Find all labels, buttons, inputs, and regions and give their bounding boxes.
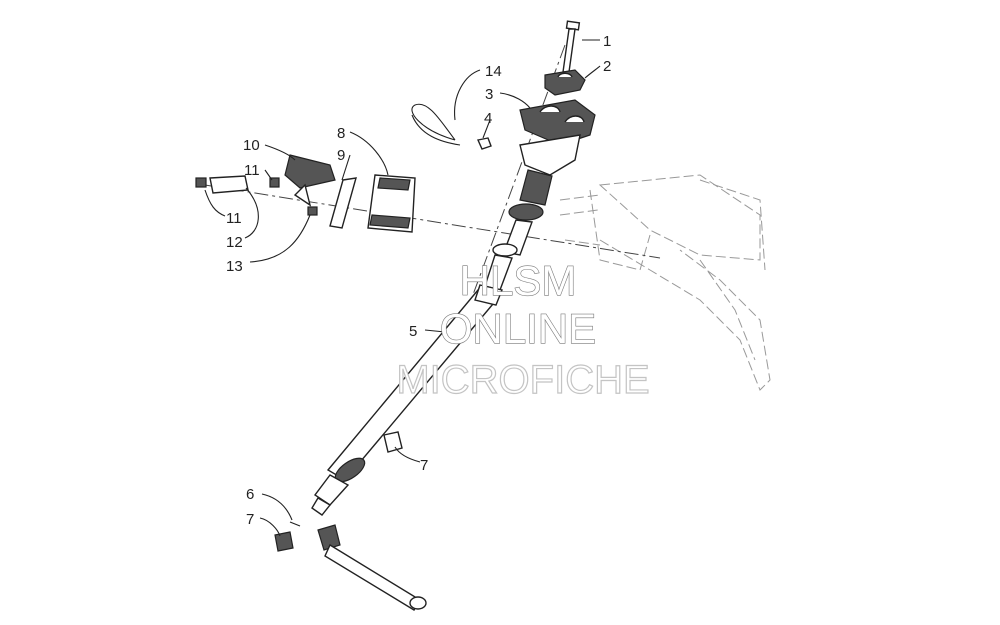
clamp-part-10 [284,154,336,207]
callout-7-lower: 7 [246,511,254,528]
callout-3: 3 [485,86,493,103]
callout-13: 13 [226,258,243,275]
watermark-line-2: ONLINE [440,305,596,352]
cable-part-14 [411,103,461,146]
callout-5: 5 [409,323,417,340]
clip-part-12 [209,175,249,194]
bolt-part-11 [195,177,280,188]
callout-1: 1 [603,33,611,50]
callout-7-upper: 7 [420,457,428,474]
callout-10: 10 [243,137,260,154]
bushing-part-7-lower [274,531,294,552]
callout-14: 14 [485,63,502,80]
ring-part-6 [289,521,301,527]
callout-4: 4 [484,110,492,127]
callout-labels: 1 2 3 4 5 6 7 7 8 9 10 11 11 12 13 14 [226,33,611,528]
watermark-line-1: HLSM [460,257,577,304]
centerlines [204,44,661,331]
bolt-part-1 [562,20,581,73]
lower-linkage [317,524,427,611]
callout-12: 12 [226,234,243,251]
clamp-cap-part-2 [544,69,586,96]
nut-part-4 [477,137,492,150]
callout-8: 8 [337,125,345,142]
bracket-part-8 [367,174,416,233]
steering-shaft-part-5 [311,284,503,516]
bushing-part-7-upper [383,431,403,453]
clamp-block-part-3 [519,99,596,146]
callout-9: 9 [337,147,345,164]
callout-6: 6 [246,486,254,503]
frame-outline [559,174,771,391]
steering-post-upper [484,134,581,291]
watermark-line-3: MICROFICHE [396,358,649,402]
callout-11-lower: 11 [226,210,242,227]
leader-lines [204,39,601,537]
callout-2: 2 [603,58,611,75]
plate-part-9 [329,177,357,229]
callout-11-upper: 11 [244,162,260,179]
watermark: HLSM ONLINE MICROFICHE [396,256,651,402]
screw-part-13 [307,206,318,216]
